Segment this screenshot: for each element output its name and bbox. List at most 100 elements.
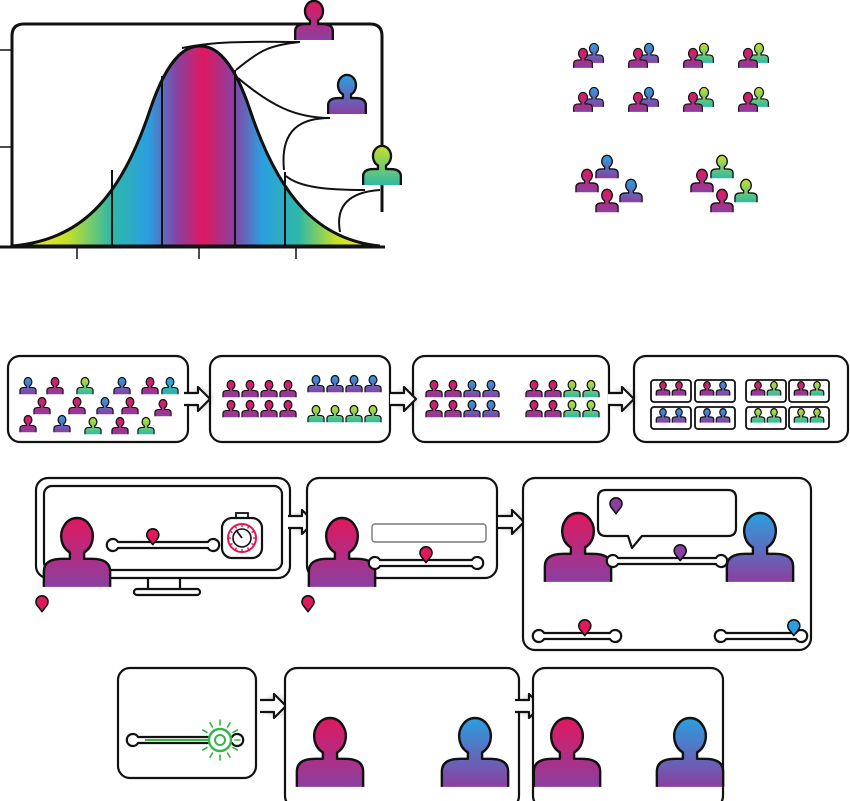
person-icon: [307, 404, 325, 423]
participant-person-icon: [440, 716, 510, 787]
person-icon: [628, 47, 648, 68]
person-icon: [260, 379, 278, 398]
pair-group: [628, 42, 659, 68]
person-icon: [345, 374, 363, 393]
person-icon: [364, 374, 382, 393]
person-icon: [750, 408, 766, 423]
location-pin-icon: [787, 619, 801, 637]
person-icon: [222, 399, 240, 418]
person-icon: [46, 376, 64, 395]
person-icon: [793, 408, 809, 423]
person-icon: [809, 408, 825, 423]
cluster-group: [575, 154, 643, 213]
person-icon: [326, 404, 344, 423]
step-box-outcome: [116, 666, 258, 780]
person-icon: [84, 416, 102, 435]
person-icon: [699, 408, 715, 423]
person-icon: [482, 399, 500, 418]
location-pin-icon: [301, 595, 315, 613]
person-icon: [671, 381, 687, 396]
person-icon: [111, 416, 129, 435]
person-icon: [671, 408, 687, 423]
selected-profile-person-icon: [361, 144, 403, 186]
person-icon: [96, 396, 114, 415]
person-icon: [141, 376, 159, 395]
person-icon: [444, 399, 462, 418]
distribution-frame: [10, 22, 384, 246]
person-icon: [279, 379, 297, 398]
person-icon: [33, 396, 51, 415]
selected-profile-person-icon: [293, 0, 335, 41]
flow-arrow-icon: [390, 385, 422, 413]
monitor-icon: [42, 484, 284, 572]
pair-group: [628, 86, 659, 112]
selection-connector: [282, 117, 331, 171]
person-icon: [766, 381, 782, 396]
slider[interactable]: [605, 544, 729, 569]
slider[interactable]: [105, 528, 221, 553]
step-box-split: [208, 354, 392, 444]
person-icon: [113, 376, 131, 395]
person-icon: [690, 168, 714, 193]
person-icon: [241, 399, 259, 418]
person-icon: [710, 188, 734, 213]
person-icon: [563, 399, 581, 418]
slider[interactable]: [367, 546, 485, 571]
person-icon: [563, 379, 581, 398]
person-icon: [710, 154, 734, 179]
person-icon: [444, 379, 462, 398]
selection-connector: [338, 189, 381, 233]
person-icon: [121, 396, 139, 415]
pair-group: [573, 42, 604, 68]
participant-person-icon: [543, 511, 613, 582]
chat-bubble-icon: [596, 488, 738, 550]
participant-person-icon: [42, 516, 112, 587]
person-icon: [655, 408, 671, 423]
location-pin-icon: [578, 619, 592, 637]
person-icon: [76, 376, 94, 395]
slider[interactable]: [713, 619, 809, 644]
person-icon: [463, 399, 481, 418]
person-icon: [53, 414, 71, 433]
person-icon: [19, 376, 37, 395]
person-icon: [582, 399, 600, 418]
participant-person-icon: [725, 511, 795, 582]
person-icon: [544, 399, 562, 418]
location-pin-icon: [609, 497, 623, 515]
response-field[interactable]: [371, 523, 487, 543]
participant-person-icon: [655, 716, 725, 787]
distribution-panel: [0, 0, 403, 259]
person-icon: [683, 47, 703, 68]
person-icon: [154, 398, 172, 417]
person-icon: [595, 188, 619, 213]
person-icon: [241, 379, 259, 398]
person-icon: [279, 399, 297, 418]
location-pin-icon: [673, 544, 687, 562]
person-icon: [425, 379, 443, 398]
person-icon: [655, 381, 671, 396]
cluster-group: [690, 154, 758, 213]
selection-connector: [181, 40, 301, 49]
location-pin-icon: [146, 528, 160, 546]
pair-group: [683, 86, 714, 112]
person-icon: [715, 408, 731, 423]
participant-person-icon: [307, 516, 377, 587]
person-icon: [734, 178, 758, 203]
flow-arrow-icon: [608, 385, 640, 413]
participant-person-icon: [532, 716, 602, 787]
person-icon: [364, 404, 382, 423]
person-icon: [628, 91, 648, 112]
grouping-flow-row: [6, 354, 850, 444]
groupings-panel: [573, 42, 769, 213]
flow-arrow-icon: [184, 385, 216, 413]
person-icon: [326, 374, 344, 393]
person-icon: [19, 414, 37, 433]
slider[interactable]: [531, 619, 623, 644]
selection-connector: [235, 41, 301, 71]
person-icon: [738, 47, 758, 68]
person-icon: [715, 381, 731, 396]
person-icon: [482, 379, 500, 398]
person-icon: [582, 379, 600, 398]
person-icon: [307, 374, 325, 393]
